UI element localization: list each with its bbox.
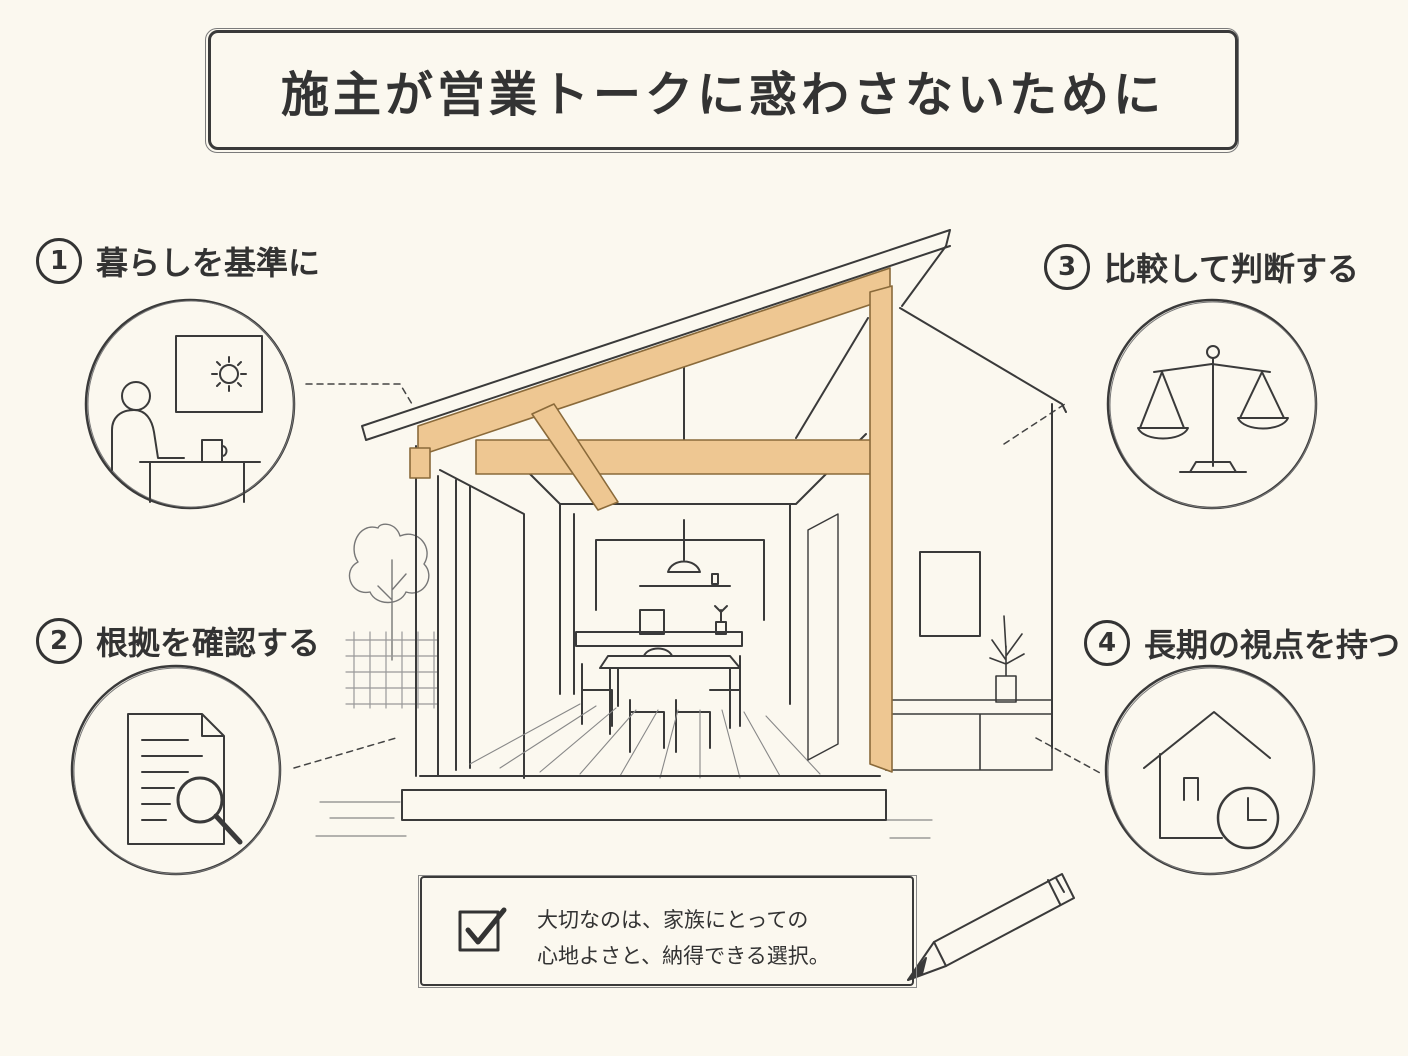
connector-lines — [293, 383, 1103, 775]
checkbox-check-icon — [458, 907, 507, 952]
message-line-2: 心地よさと、納得できる選択。 — [537, 944, 830, 968]
pencil-icon — [907, 873, 1075, 981]
house-illustration — [315, 229, 1067, 839]
person-at-desk-icon — [84, 298, 296, 510]
step-2-text: 根拠を確認する — [96, 624, 321, 662]
step-4-text: 長期の視点を持つ — [1144, 626, 1401, 664]
message-box: 大切なのは、家族にとっての 心地よさと、納得できる選択。 — [418, 875, 917, 988]
wood-beams — [409, 267, 893, 773]
balance-scale-icon — [1106, 298, 1318, 510]
step-3-number: 3 — [1044, 244, 1090, 290]
step-4-label: 4 長期の視点を持つ — [1084, 620, 1400, 666]
step-4-number: 4 — [1084, 620, 1130, 666]
message-line-1: 大切なのは、家族にとっての — [537, 908, 809, 932]
step-2-number: 2 — [36, 618, 82, 664]
step-2-label: 2 根拠を確認する — [36, 618, 320, 664]
step-3-text: 比較して判断する — [1104, 250, 1360, 288]
document-magnifier-icon — [70, 664, 282, 876]
step-1-number: 1 — [36, 238, 82, 284]
step-3-label: 3 比較して判断する — [1044, 244, 1359, 290]
title-box: 施主が営業トークに惑わさないために — [205, 28, 1239, 153]
house-clock-icon — [1104, 664, 1316, 876]
step-1-text: 暮らしを基準に — [96, 244, 321, 282]
step-1-label: 1 暮らしを基準に — [36, 238, 320, 284]
